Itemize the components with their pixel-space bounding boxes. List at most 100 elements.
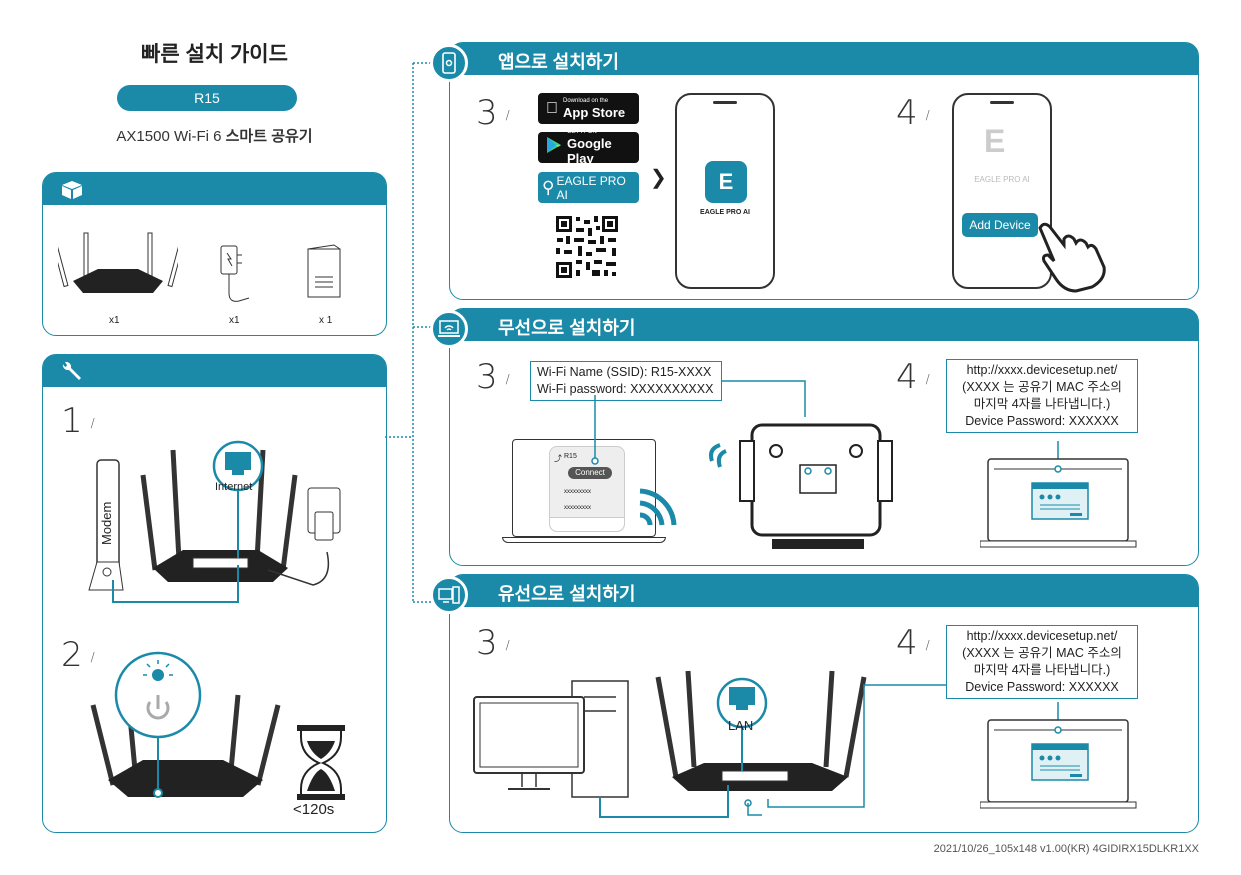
connect-button[interactable]: Connect bbox=[568, 467, 612, 479]
step1-number: 1/ bbox=[61, 401, 95, 441]
ssid-line: Wi-Fi Name (SSID): R15-XXXX bbox=[537, 365, 712, 379]
wireless-step3-num: 3 bbox=[476, 357, 498, 397]
laptop-wifi-base bbox=[502, 537, 666, 543]
wireless-step4-number: 4/ bbox=[896, 357, 930, 397]
phone-add-device: E EAGLE PRO AI Add Device bbox=[952, 93, 1052, 289]
mac-note-line1: (XXXX 는 공유기 MAC 주소의 bbox=[962, 380, 1122, 394]
app-setup-band bbox=[450, 43, 1198, 75]
setup-url: http://xxxx.devicesetup.net/ bbox=[966, 629, 1118, 643]
quick-guide-qty: x 1 bbox=[319, 315, 333, 326]
step2-number: 2/ bbox=[61, 635, 95, 675]
modem-label: Modem bbox=[99, 501, 114, 545]
wired-connector bbox=[767, 684, 946, 808]
apple-icon:  bbox=[546, 100, 558, 118]
add-device-button[interactable]: Add Device bbox=[962, 213, 1038, 237]
connect-label: Connect bbox=[575, 468, 605, 477]
wifi-credentials-callout: Wi-Fi Name (SSID): R15-XXXX Wi-Fi passwo… bbox=[530, 361, 722, 401]
app-setup-title: 앱으로 설치하기 bbox=[498, 52, 619, 72]
wired-step3-number: 3/ bbox=[476, 623, 510, 663]
wired-step4-number: 4/ bbox=[896, 623, 930, 663]
mac-note-line2: 마지막 4자를 나타냅니다.) bbox=[973, 663, 1111, 677]
router-qty: x1 bbox=[109, 315, 120, 326]
browser-laptop-illustration bbox=[980, 702, 1137, 809]
app-search-button[interactable]: ⚲ EAGLE PRO AI bbox=[538, 172, 639, 203]
google-play-small: GET IT ON bbox=[567, 129, 597, 135]
footer-code: 2021/10/26_105x148 v1.00(KR) 4GIDIRX15DL… bbox=[933, 843, 1199, 855]
password-line: Wi-Fi password: XXXXXXXXXX bbox=[537, 382, 714, 396]
phone-app-label-faded: EAGLE PRO AI bbox=[974, 175, 1030, 184]
phone-speaker bbox=[713, 101, 737, 104]
network-toolbar bbox=[550, 517, 624, 531]
box-contents-band bbox=[43, 173, 386, 205]
wired-setup-band bbox=[450, 575, 1198, 607]
wireless-setup-panel: 무선으로 설치하기 3/ Wi-Fi Name (SSID): R15-XXXX… bbox=[449, 308, 1199, 566]
google-play-big: Google Play bbox=[567, 136, 612, 166]
network-name: R15 bbox=[564, 453, 577, 460]
wired-step3-num: 3 bbox=[476, 623, 498, 663]
browser-laptop-illustration bbox=[980, 441, 1137, 548]
app-step3-num: 3 bbox=[476, 93, 498, 133]
subtitle-bold: 스마트 공유기 bbox=[225, 128, 313, 145]
box-icon bbox=[59, 178, 85, 205]
phone-app-label: EAGLE PRO AI bbox=[700, 209, 750, 216]
page-title: 빠른 설치 가이드 bbox=[141, 43, 288, 66]
mac-note-line2: 마지막 4자를 나타냅니다.) bbox=[973, 397, 1111, 411]
app-setup-badge bbox=[430, 44, 468, 82]
app-store-small: Download on the bbox=[551, 97, 608, 104]
subtitle-prefix: AX1500 Wi-Fi 6 bbox=[116, 128, 226, 145]
quick-guide-illustration bbox=[305, 243, 345, 308]
smartphone-icon bbox=[442, 52, 456, 74]
phone-download: E EAGLE PRO AI bbox=[675, 93, 775, 289]
wireless-step4-num: 4 bbox=[896, 357, 918, 397]
hardware-setup-band bbox=[43, 355, 386, 387]
wait-time-label: <120s bbox=[293, 801, 335, 818]
wired-setup-badge bbox=[430, 576, 468, 614]
eagle-app-icon: E bbox=[705, 161, 747, 203]
wired-setup-title: 유선으로 설치하기 bbox=[498, 584, 636, 604]
wifi-laptop-icon bbox=[438, 320, 460, 337]
power-adapter-qty: x1 bbox=[229, 315, 240, 326]
network-list: ⤴ R15 Connect xxxxxxxxx xxxxxxxxx bbox=[549, 446, 625, 532]
phone-speaker bbox=[990, 101, 1014, 104]
wireless-setup-title: 무선으로 설치하기 bbox=[498, 318, 636, 338]
box-contents-panel: x1 x1 x 1 bbox=[42, 172, 387, 336]
other-network-2: xxxxxxxxx bbox=[564, 505, 591, 511]
app-step4-number: 4/ bbox=[896, 93, 930, 133]
section-connector bbox=[385, 62, 435, 603]
callout-connector bbox=[591, 380, 806, 465]
wifi-signal-icon bbox=[639, 488, 677, 526]
setup-url: http://xxxx.devicesetup.net/ bbox=[966, 363, 1118, 377]
qr-code-icon bbox=[554, 214, 620, 280]
tap-hand-icon bbox=[1038, 222, 1106, 293]
internet-port-label: Internet bbox=[215, 481, 253, 493]
app-search-label: EAGLE PRO AI bbox=[556, 173, 626, 202]
wireless-setup-url-callout: http://xxxx.devicesetup.net/ (XXXX 는 공유기… bbox=[946, 359, 1138, 433]
app-store-big: App Store bbox=[551, 104, 625, 120]
step2-illustration bbox=[90, 651, 345, 800]
hardware-setup-panel: 1/ Modem Internet 2/ bbox=[42, 354, 387, 833]
router-back-illustration bbox=[709, 423, 893, 549]
other-network-1: xxxxxxxxx bbox=[564, 489, 591, 495]
wrench-icon bbox=[59, 360, 85, 387]
device-password: Device Password: XXXXXX bbox=[965, 680, 1119, 694]
power-adapter-illustration bbox=[215, 243, 255, 313]
step1-illustration bbox=[88, 440, 341, 603]
desktop-computer-icon bbox=[438, 586, 460, 604]
product-subtitle: AX1500 Wi-Fi 6 스마트 공유기 bbox=[42, 125, 387, 146]
wired-setup-panel: 유선으로 설치하기 3/ LAN 4/ http://xxxx.devic bbox=[449, 574, 1199, 833]
router-illustration bbox=[50, 231, 186, 306]
mac-note-line1: (XXXX 는 공유기 MAC 주소의 bbox=[962, 646, 1122, 660]
eagle-logo-icon: E bbox=[984, 123, 1006, 159]
add-device-label: Add Device bbox=[969, 218, 1031, 232]
step2-num: 2 bbox=[61, 635, 83, 675]
model-label: R15 bbox=[194, 90, 220, 106]
network-wifi-icon: ⤴ bbox=[554, 454, 562, 463]
wired-illustration bbox=[473, 670, 867, 818]
play-icon bbox=[546, 136, 562, 159]
wired-step4-num: 4 bbox=[896, 623, 918, 663]
wireless-step3-number: 3/ bbox=[476, 357, 510, 397]
search-icon: ⚲ bbox=[542, 177, 555, 197]
